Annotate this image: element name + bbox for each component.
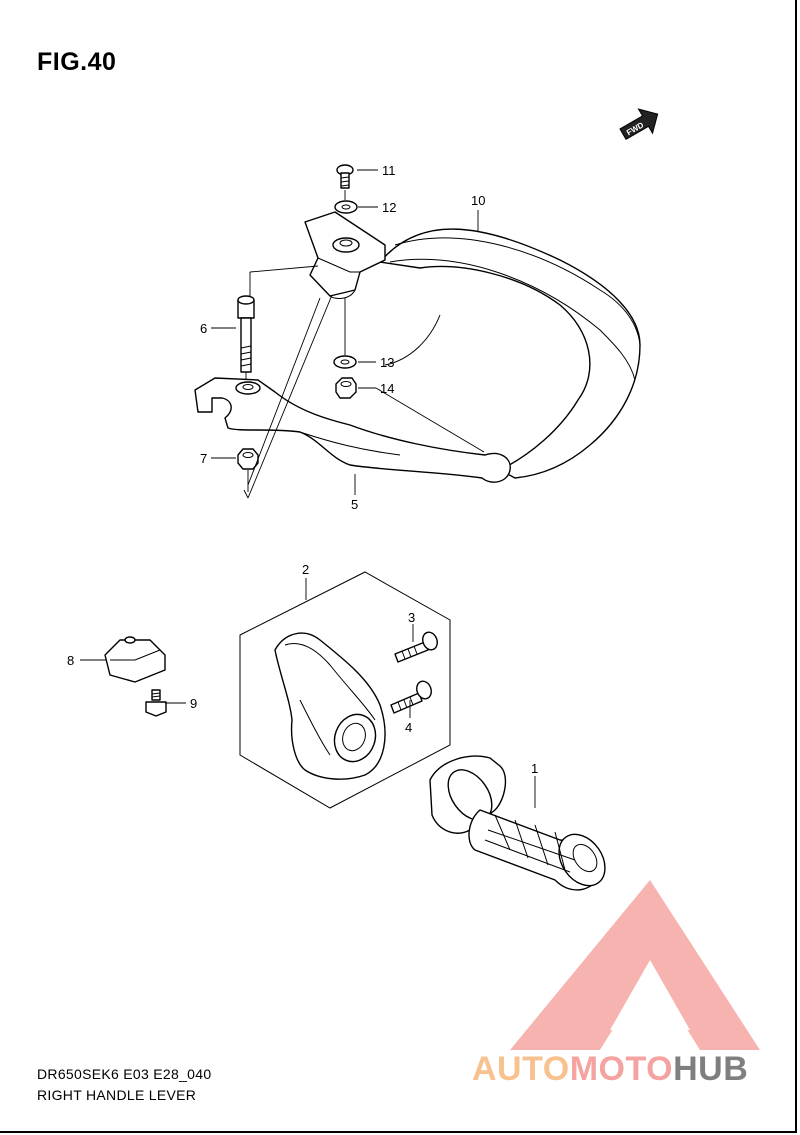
callout-4: 4 <box>405 720 412 735</box>
callout-leaders-lower <box>80 578 536 808</box>
callout-12: 12 <box>382 200 396 215</box>
automotohub-logo-icon <box>510 880 760 1050</box>
pivot-bolt-part-6 <box>237 295 255 373</box>
watermark-part-hub: HUB <box>673 1050 749 1088</box>
callout-11: 11 <box>382 163 396 178</box>
brake-lever-part-5 <box>194 377 511 483</box>
callout-8: 8 <box>67 653 74 668</box>
nut-part-7 <box>237 448 259 470</box>
fwd-arrow-icon: FWD <box>619 108 659 141</box>
throttle-case-box <box>239 571 451 809</box>
watermark-part-auto: AUTO <box>472 1050 570 1088</box>
throttle-grip-part-1 <box>429 755 606 891</box>
callout-6: 6 <box>200 321 207 336</box>
callout-14: 14 <box>380 381 394 396</box>
switch-part-8 <box>100 636 166 683</box>
callout-10: 10 <box>471 193 485 208</box>
callout-2: 2 <box>302 562 309 577</box>
callout-7: 7 <box>200 451 207 466</box>
throttle-case-part-2 <box>274 632 386 780</box>
callout-3: 3 <box>408 610 415 625</box>
watermark-part-moto: MOTO <box>569 1050 674 1088</box>
bolt-part-11 <box>336 164 354 189</box>
watermark-text: AUTOMOTOHUB <box>472 1050 748 1089</box>
washer-part-12 <box>334 200 358 214</box>
callout-9: 9 <box>190 696 197 711</box>
assembly-guide-lines <box>243 190 346 499</box>
callout-1: 1 <box>531 761 538 776</box>
screw-part-3 <box>394 631 438 663</box>
hand-guard-part-10 <box>379 228 641 479</box>
clamp-bracket <box>304 211 386 299</box>
model-code: DR650SEK6 E03 E28_040 <box>37 1066 212 1082</box>
callout-5: 5 <box>351 497 358 512</box>
callout-leaders-upper <box>211 169 485 495</box>
callout-13: 13 <box>380 355 394 370</box>
screw-part-9 <box>145 689 167 717</box>
washer-part-13 <box>333 355 357 369</box>
nut-part-14 <box>335 377 357 399</box>
screw-part-4 <box>390 680 432 714</box>
diagram-caption: RIGHT HANDLE LEVER <box>37 1087 197 1103</box>
figure-title: FIG.40 <box>37 48 117 76</box>
